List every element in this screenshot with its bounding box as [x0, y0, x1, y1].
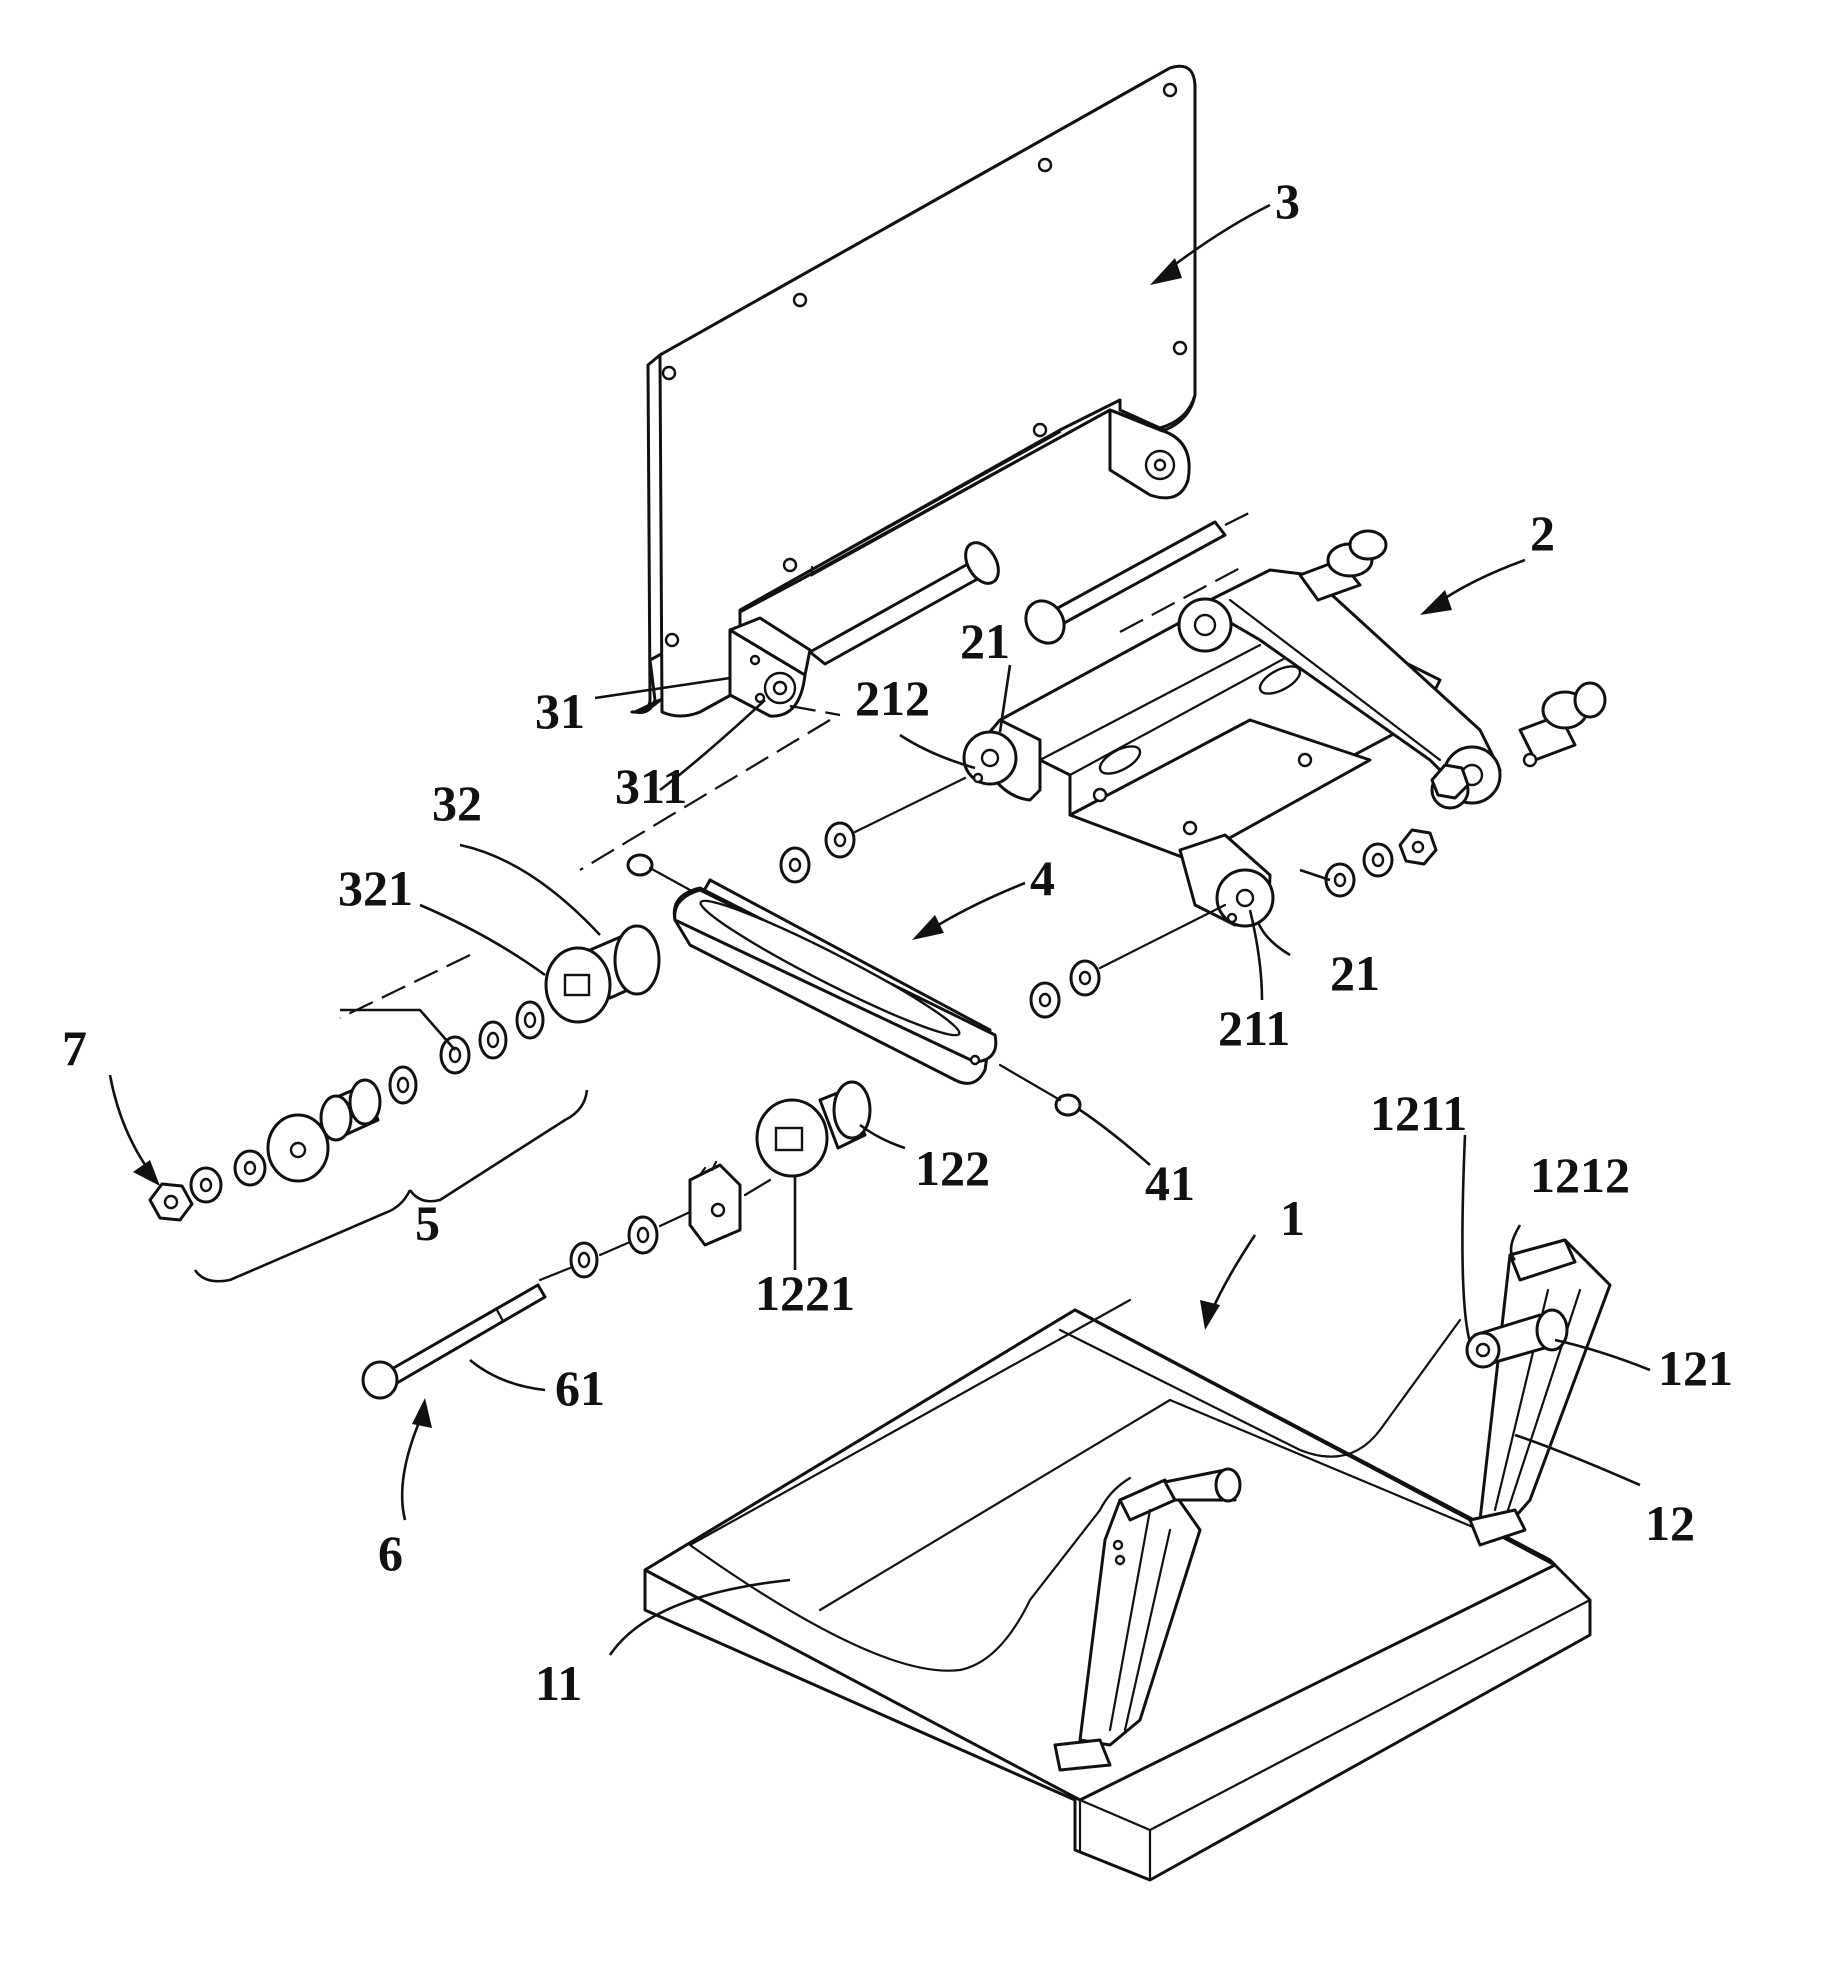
label-1212: 1212 — [1530, 1147, 1630, 1203]
label-1: 1 — [1280, 1190, 1305, 1246]
washer-stack-5 — [191, 1002, 543, 1202]
back-plate-part-3 — [632, 66, 1195, 716]
label-7: 7 — [62, 1020, 87, 1076]
washers-lower — [1031, 905, 1225, 1017]
label-311: 311 — [615, 758, 687, 814]
label-121: 121 — [1658, 1340, 1733, 1396]
label-5: 5 — [415, 1195, 440, 1251]
label-32: 32 — [432, 775, 482, 831]
label-122: 122 — [915, 1140, 990, 1196]
label-212: 212 — [855, 670, 930, 726]
screw-41 — [1000, 1065, 1080, 1115]
support-arm-12 — [1467, 1240, 1610, 1545]
label-4: 4 — [1030, 850, 1055, 906]
label-1211: 1211 — [1370, 1085, 1467, 1141]
serrated-washer — [690, 1162, 770, 1245]
label-61: 61 — [555, 1360, 605, 1416]
label-31: 31 — [535, 683, 585, 739]
washers-upper — [781, 778, 965, 882]
label-21-lower: 21 — [1330, 945, 1380, 1001]
label-2: 2 — [1530, 505, 1555, 561]
washers-near-6 — [540, 1212, 690, 1280]
pin-part-6 — [363, 1285, 545, 1398]
sleeve-122 — [757, 1082, 870, 1176]
label-3: 3 — [1275, 173, 1300, 229]
bracket-5-upper — [340, 1010, 455, 1050]
label-41: 41 — [1145, 1155, 1195, 1211]
label-6: 6 — [378, 1525, 403, 1581]
label-321: 321 — [338, 860, 413, 916]
hardware-near-21 — [1300, 830, 1436, 896]
label-211: 211 — [1218, 1000, 1290, 1056]
plate-bracket-31 — [730, 618, 810, 716]
label-1221: 1221 — [755, 1265, 855, 1321]
label-12: 12 — [1645, 1495, 1695, 1551]
link-bar-part-4 — [674, 880, 996, 1083]
sleeve-32 — [546, 926, 659, 1022]
frame-part-2 — [964, 531, 1605, 926]
label-21-upper: 21 — [960, 613, 1010, 669]
label-11: 11 — [535, 1655, 582, 1711]
screw-top-41 — [628, 855, 690, 890]
nut-part-7 — [150, 1184, 192, 1220]
